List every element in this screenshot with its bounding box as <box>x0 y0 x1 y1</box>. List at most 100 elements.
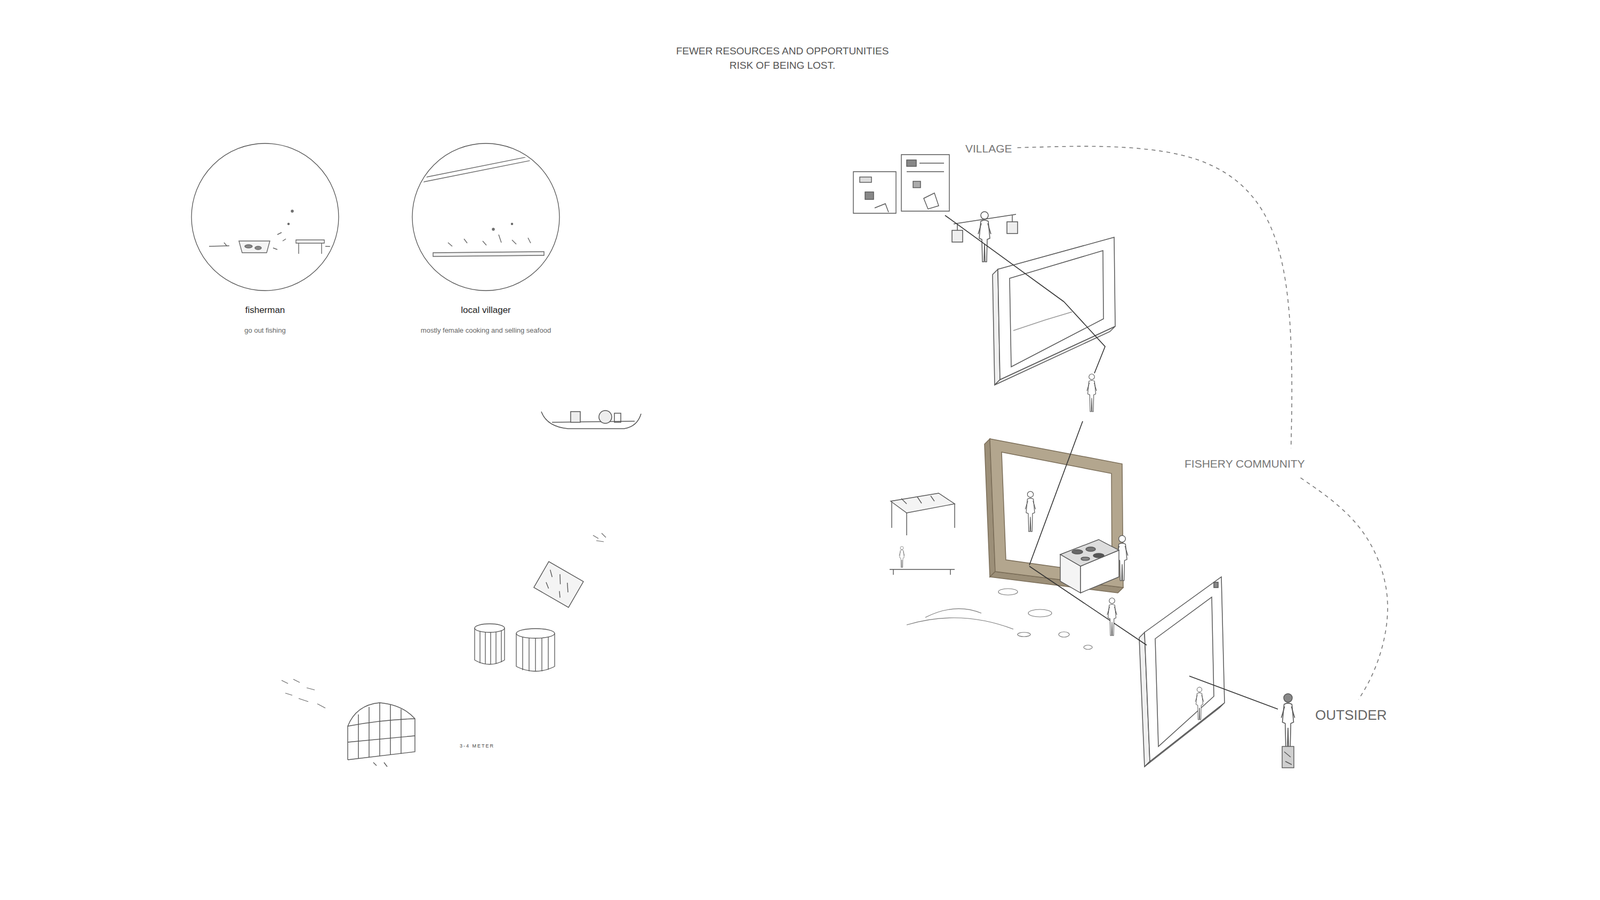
house-sketch <box>874 203 889 213</box>
dashed-connector <box>1300 477 1388 700</box>
fisherman-scene <box>296 240 325 254</box>
ground-sketch <box>998 588 1018 596</box>
circle-outline <box>412 143 560 291</box>
outsider-figure <box>1284 752 1292 765</box>
frame-outsider <box>1213 582 1219 588</box>
house-sketch <box>906 163 944 172</box>
villager-scene <box>492 228 495 231</box>
crate-sketch <box>540 569 574 600</box>
basket-sketch <box>516 628 555 639</box>
villager-scene <box>433 251 544 257</box>
sketch-marks <box>281 533 606 709</box>
circle-outline <box>191 143 339 291</box>
villager-scene <box>448 234 531 247</box>
house-sketch <box>923 193 939 210</box>
market-stall <box>1085 547 1096 552</box>
table-sketch <box>889 493 955 575</box>
basket-sketch <box>474 628 505 665</box>
outsider-figure <box>1282 746 1294 768</box>
person-figure <box>1025 491 1036 532</box>
basket-sketch <box>516 666 555 672</box>
house-sketch <box>853 171 896 214</box>
boat-sketch <box>541 411 642 429</box>
table-sketch <box>889 569 955 575</box>
role-circle: fishermango out fishing <box>190 142 340 335</box>
fisherman-scene <box>244 244 253 248</box>
basket-sketch <box>474 624 505 633</box>
fisherman-scene <box>273 232 286 250</box>
frame-fishery <box>984 438 1124 594</box>
hut-sketch <box>358 702 402 759</box>
villager-scene <box>421 151 555 257</box>
basket-sketch <box>516 633 555 672</box>
market-stall <box>1060 539 1119 594</box>
person-figure <box>1086 374 1097 413</box>
hut-sketch <box>347 718 415 743</box>
role-name: local villager <box>411 305 561 316</box>
villager-scene <box>511 223 514 226</box>
boat-sketch <box>552 421 635 423</box>
place-label: FISHERY COMMUNITY <box>1182 454 1308 473</box>
house-sketch <box>913 181 921 188</box>
table-sketch <box>891 502 955 536</box>
villager-scene <box>421 151 555 183</box>
fisherman-scene <box>238 241 270 253</box>
boat-sketch <box>541 410 642 429</box>
ground-sketch <box>906 588 1093 650</box>
sketch-marks <box>593 533 606 542</box>
relation-line <box>945 215 1064 302</box>
market-stall <box>1060 554 1081 594</box>
diagram-title: FEWER RESOURCES AND OPPORTUNITIES RISK O… <box>667 43 898 73</box>
dashed-connector <box>1017 146 1293 449</box>
scale-note: 3-4 METER <box>459 743 495 749</box>
person-figure <box>1195 687 1204 720</box>
boat-sketch <box>614 413 621 423</box>
market-stall <box>1072 549 1083 555</box>
house-sketch <box>859 177 872 183</box>
ground-sketch <box>906 609 1014 630</box>
connector-group <box>1017 146 1388 700</box>
outsider-figure <box>1283 693 1293 703</box>
villager-figure <box>952 230 963 243</box>
role-description: mostly female cooking and selling seafoo… <box>411 326 561 335</box>
hut-sketch <box>347 702 415 760</box>
table-sketch <box>890 493 955 514</box>
crate-sketch <box>533 561 584 608</box>
place-label: VILLAGE <box>963 139 1015 158</box>
relation-line <box>1064 301 1106 374</box>
table-sketch <box>901 496 935 504</box>
fisherman-scene <box>291 210 294 213</box>
ground-sketch <box>1017 632 1031 637</box>
frame-village <box>992 237 1116 386</box>
place-label: OUTSIDER <box>1313 705 1389 726</box>
house-sketch <box>853 154 950 214</box>
frame-village <box>1013 312 1072 331</box>
boat-sketch <box>598 410 612 424</box>
basket-sketch <box>474 624 555 672</box>
outsider-figure <box>1281 693 1295 768</box>
ground-sketch <box>1028 609 1052 618</box>
sketch-marks <box>281 679 326 709</box>
fisherman-scene <box>288 223 290 226</box>
boat-sketch <box>570 411 581 423</box>
house-sketch <box>901 154 950 212</box>
frame-outsider <box>1144 577 1225 762</box>
person-figure <box>899 546 905 568</box>
villager-figure <box>1006 221 1018 234</box>
frame-outsider <box>1139 577 1225 767</box>
role-description: go out fishing <box>190 326 340 335</box>
crate-sketch <box>533 561 584 608</box>
villager-figure <box>957 215 1013 231</box>
fisherman-scene <box>254 246 262 250</box>
person-figure <box>1107 598 1117 637</box>
circle-outline <box>411 142 561 292</box>
market-stall <box>1093 553 1104 558</box>
role-circle: local villager mostly female cooking and … <box>411 142 561 335</box>
frame-village <box>997 237 1116 380</box>
relation-line <box>1029 421 1083 566</box>
hut-sketch <box>347 702 415 767</box>
